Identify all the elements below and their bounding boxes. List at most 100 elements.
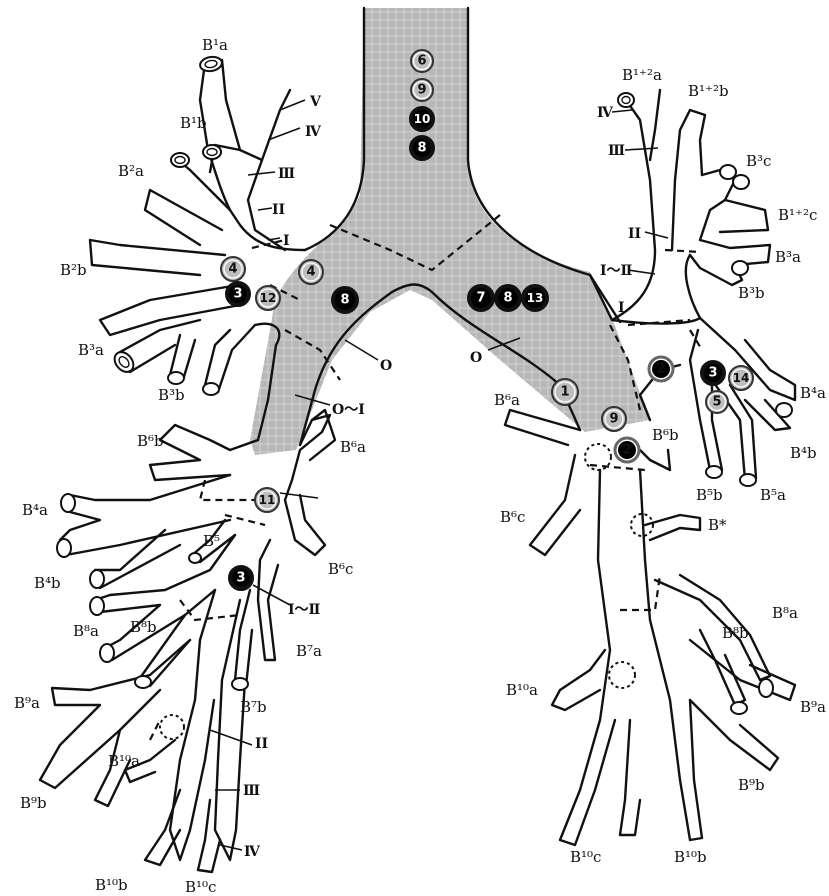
right-b4b-opening-1 [57,539,71,557]
marker-8-trachea: 8 [410,136,434,160]
svg-text:11: 11 [259,493,276,507]
svg-text:2: 2 [622,443,631,458]
label-B10c-left: B¹⁰c [570,848,601,866]
svg-text:3: 3 [708,366,717,381]
label-B3a-right: B³a [78,341,104,359]
left-b9a-branch [690,640,795,700]
right-b3b-opening-2 [203,383,219,395]
lead-II [258,208,272,210]
svg-text:8: 8 [417,141,426,156]
gen-O-I-right: O～Ⅰ [332,402,365,418]
right-b7-branch [258,540,278,660]
marker-3-right-upper: 3 [226,282,250,306]
gen-III-right-lower: Ⅲ [243,783,260,799]
marker-8-left-main: 8 [495,285,521,311]
label-B2a: B²a [118,162,144,180]
right-b10a-ring [160,715,184,739]
left-b12c-branch [720,200,768,232]
marker-7-left-main: 7 [468,285,494,311]
marker-4-right-b: 4 [299,260,323,284]
right-b4b-opening-2 [90,570,104,588]
label-B3b-left: B³b [738,284,765,302]
svg-text:10: 10 [414,112,431,126]
svg-text:12: 12 [260,291,277,305]
label-B12c: B¹⁺²c [778,206,817,224]
right-b6c-branch [285,480,325,555]
label-B12a: B¹⁺²a [622,66,662,84]
svg-text:1: 1 [560,385,569,400]
left-lower-trunk-b [640,470,702,840]
svg-text:4: 4 [306,265,315,280]
gen-V-right: V [309,94,322,110]
svg-text:4: 4 [228,262,237,277]
label-B4a-right: B⁴a [22,501,48,519]
right-b2a-branch [178,160,230,210]
label-B12b: B¹⁺²b [688,82,729,100]
label-B8b-left: B⁸b [722,624,749,642]
right-b8a-opening-2 [100,644,114,662]
svg-text:5: 5 [712,395,721,410]
label-B7b-right: B⁷b [240,698,267,716]
label-B10a-left: B¹⁰a [506,681,538,699]
svg-text:2: 2 [656,362,665,377]
marker-3-right-lower: 3 [229,566,253,590]
marker-6-trachea: 6 [411,50,433,72]
left-b5b-opening [706,466,722,478]
right-b10b-branch [145,790,180,865]
label-B4b-left: B⁴b [790,444,817,462]
label-B10b-right: B¹⁰b [95,876,128,894]
label-B10c-right: B¹⁰c [185,878,216,896]
lead-III [248,172,275,175]
marker-11-right: 11 [255,488,279,512]
gen-II-left: II [628,226,641,242]
right-b7a-branch [235,590,252,686]
right-b2a-lumen [175,157,185,164]
lead-IV-left [612,110,632,112]
left-b12b-branch [650,90,660,160]
left-b3a-branch [700,240,770,265]
marker-1-left: 1 [552,379,578,405]
right-b2a-branch-2 [145,190,222,245]
marker-5-left: 5 [706,391,728,413]
lead-O-right [345,340,378,360]
left-upper-outline [672,110,705,250]
right-lower-trunk-b [215,600,245,860]
gen-IV-right: Ⅳ [305,124,322,140]
left-b3c-opening-1 [720,165,736,179]
right-b1b-lumen [207,149,217,156]
marker-3-left-upper: 3 [701,361,725,385]
lead-II-right-lower [210,730,252,745]
left-boundary-I-II [665,250,700,252]
label-B6b-right: B⁶b [137,432,164,450]
lead-I [268,238,280,240]
svg-text:14: 14 [733,371,750,385]
right-boundary-lower-d [150,720,160,740]
label-B6a-left: B⁶a [494,391,520,409]
lead-III-left [625,148,658,150]
left-b4a-opening [776,403,792,417]
lead-II-left [645,232,668,238]
left-b8b-opening [759,679,773,697]
left-b3c-opening-2 [733,175,749,189]
label-B3c-left: B³c [746,152,771,170]
marker-8-right-main: 8 [332,287,358,313]
left-b5a-opening [740,474,756,486]
right-b2b-branch [90,240,225,275]
trachea-shaded-region [250,8,650,455]
svg-text:9: 9 [609,412,618,427]
label-B4b-right: B⁴b [34,574,61,592]
label-B1a: B¹a [202,36,228,54]
svg-text:3: 3 [236,571,245,586]
right-b8b-opening [135,676,151,688]
left-b9a-opening [731,702,747,714]
left-b10c-branch [620,720,640,835]
label-B9a-right: B⁹a [14,694,40,712]
gen-O-right: O [380,358,392,374]
gen-I-II-left: Ⅰ～Ⅱ [600,263,633,279]
label-B5-right: B⁵ [203,532,220,550]
gen-I-II-right-lower: Ⅰ～Ⅱ [288,602,321,618]
gen-II-right: II [272,202,285,218]
label-B8b-right: B⁸b [130,618,157,636]
label-B9b-left: B⁹b [738,776,765,794]
label-B9a-left: B⁹a [800,698,826,716]
